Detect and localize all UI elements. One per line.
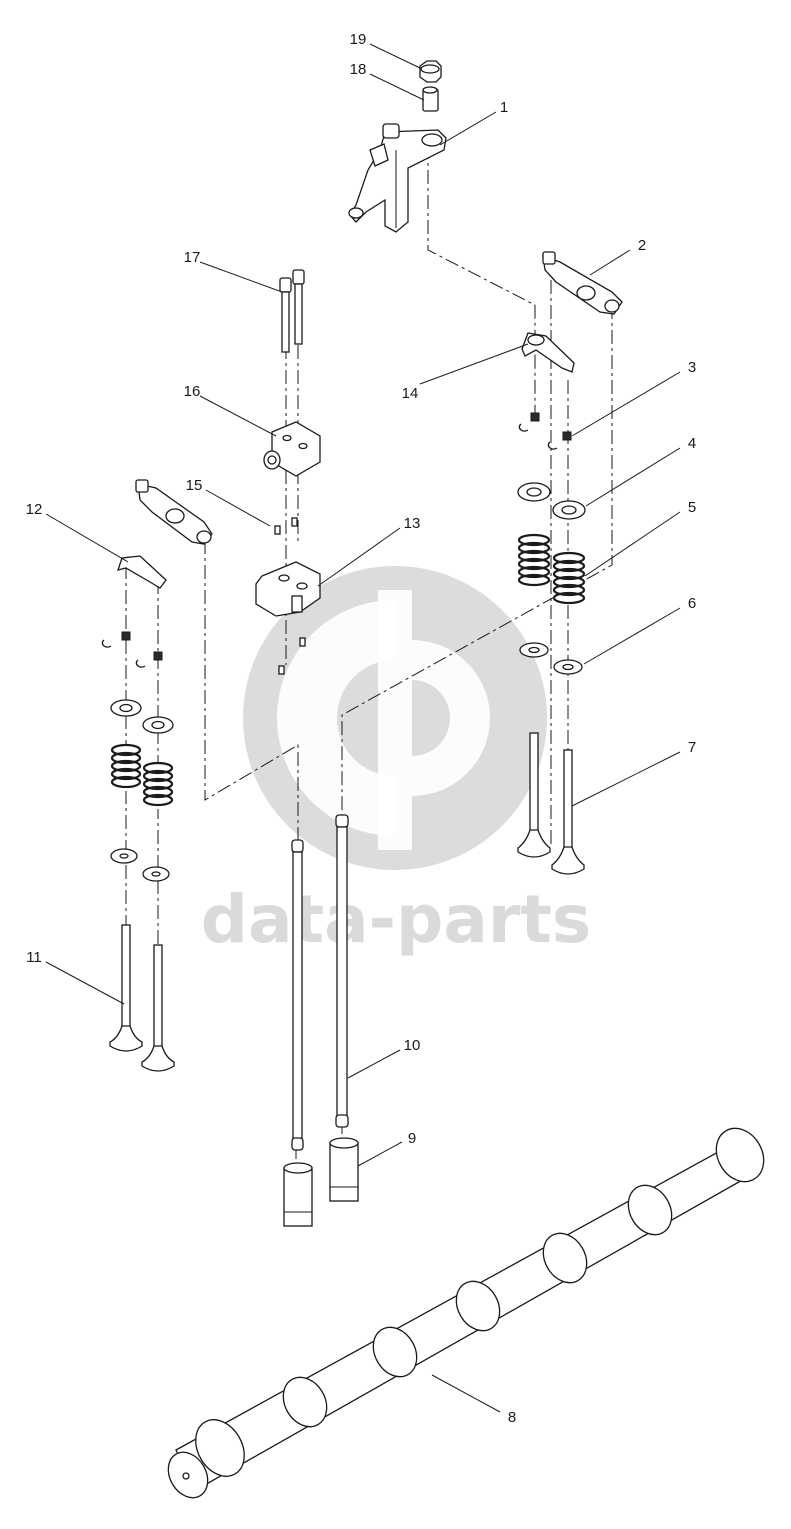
part-9-tappet[interactable] (283, 1137, 359, 1227)
callout-3: 3 (688, 359, 696, 376)
callout-5: 5 (688, 499, 696, 516)
callout-18: 18 (350, 61, 367, 78)
callout-2: 2 (638, 237, 646, 254)
part-7-valve[interactable] (517, 732, 585, 875)
part-1-rocker-bracket[interactable] (348, 123, 447, 233)
part-15-dowel-pin[interactable] (274, 517, 306, 675)
part-14-valve-bridge[interactable] (521, 332, 575, 373)
part-16-rocker-shaft-support[interactable] (263, 421, 321, 477)
callout-8: 8 (508, 1409, 516, 1426)
callout-16: 16 (184, 383, 201, 400)
part-12-rocker-arm[interactable] (117, 479, 213, 589)
callout-1: 1 (500, 99, 508, 116)
callout-13: 13 (404, 515, 421, 532)
callout-10: 10 (404, 1037, 421, 1054)
part-18-sleeve[interactable] (422, 86, 439, 112)
part-2-rocker-arm[interactable] (542, 251, 623, 315)
part-19-nut[interactable] (419, 60, 442, 83)
left-valve-spring[interactable] (110, 743, 174, 809)
part-3-valve-collets[interactable] (518, 412, 572, 450)
callout-7: 7 (688, 739, 696, 756)
part-8-camshaft[interactable] (160, 1120, 773, 1505)
callout-9: 9 (408, 1130, 416, 1147)
callout-14: 14 (402, 385, 419, 402)
left-valve-collets[interactable] (101, 631, 163, 668)
watermark-logo (243, 566, 547, 870)
watermark-text: data-parts (201, 881, 591, 958)
callout-labels: 19 18 1 2 3 4 5 6 7 8 9 10 11 12 13 14 1… (26, 31, 697, 1426)
callout-12: 12 (26, 501, 43, 518)
part-13-rocker-pedestal[interactable] (255, 561, 321, 617)
part-11-valve[interactable] (109, 924, 175, 1072)
callout-4: 4 (688, 435, 696, 452)
callout-leaders (45, 43, 681, 1413)
left-spring-retainer[interactable] (110, 699, 174, 734)
callout-15: 15 (186, 477, 203, 494)
part-4-spring-retainer[interactable] (517, 482, 586, 520)
callout-11: 11 (26, 949, 42, 966)
callout-19: 19 (350, 31, 367, 48)
part-5-valve-spring[interactable] (517, 533, 586, 605)
part-6-spring-washer[interactable] (519, 642, 583, 675)
part-17-bolt[interactable] (279, 269, 305, 353)
left-spring-washer[interactable] (110, 848, 170, 882)
callout-6: 6 (688, 595, 696, 612)
part-10-push-rod[interactable] (291, 814, 349, 1151)
callout-17: 17 (184, 249, 201, 266)
